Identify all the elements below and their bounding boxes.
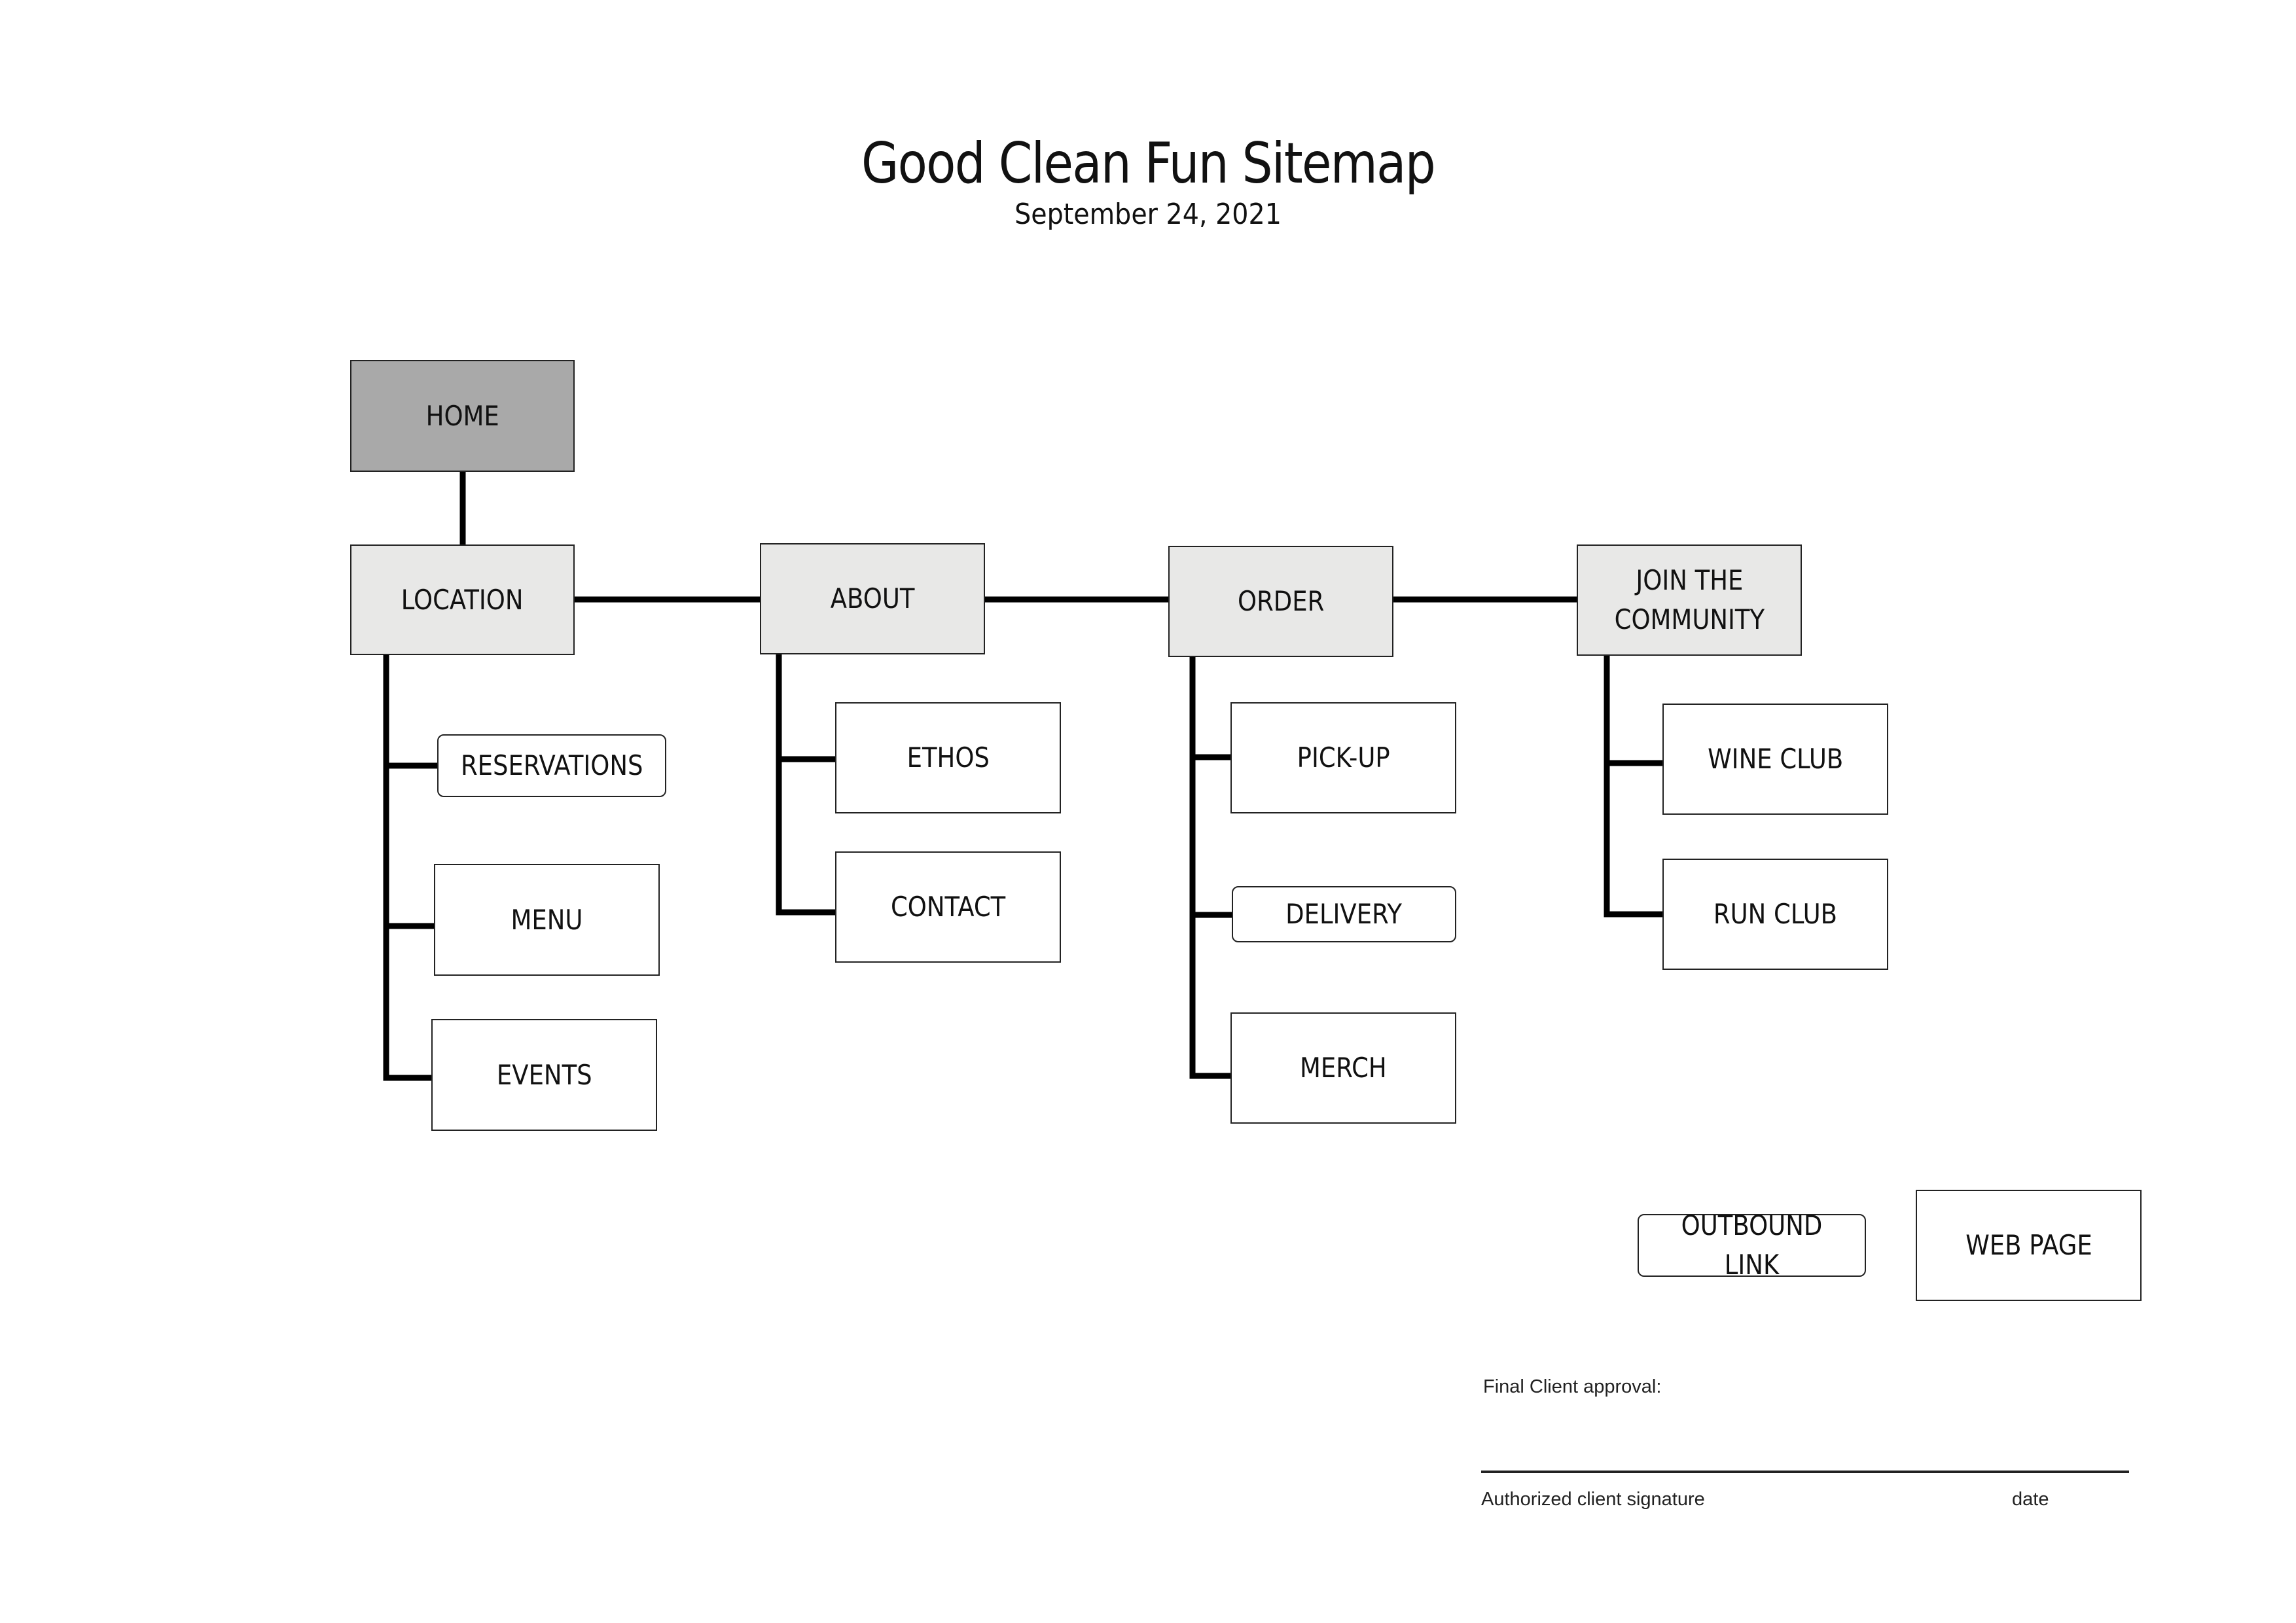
node-run-club-label: RUN CLUB <box>1713 898 1838 930</box>
node-merch-label: MERCH <box>1300 1052 1387 1084</box>
node-run-club: RUN CLUB <box>1662 859 1888 970</box>
node-delivery: DELIVERY <box>1232 886 1456 942</box>
node-wine-club: WINE CLUB <box>1662 704 1888 815</box>
node-delivery-label: DELIVERY <box>1285 898 1403 930</box>
final-approval-label: Final Client approval: <box>1483 1376 1662 1397</box>
node-contact: CONTACT <box>835 851 1061 963</box>
node-home: HOME <box>350 360 575 472</box>
node-join-the-community: JOIN THE COMMUNITY <box>1577 544 1802 656</box>
legend-web-page-label: WEB PAGE <box>1965 1229 2092 1261</box>
node-ethos-label: ETHOS <box>906 741 990 774</box>
node-menu-label: MENU <box>511 903 583 936</box>
node-pick-up-label: PICK-UP <box>1297 741 1390 774</box>
node-pick-up: PICK-UP <box>1230 702 1456 813</box>
node-merch: MERCH <box>1230 1012 1456 1124</box>
page-date: September 24, 2021 <box>1014 198 1282 231</box>
signature-line <box>1481 1471 2129 1473</box>
page-title: Good Clean Fun Sitemap <box>861 131 1436 196</box>
node-reservations: RESERVATIONS <box>437 734 666 797</box>
legend-outbound-link-label: OUTBOUND LINK <box>1681 1209 1823 1281</box>
node-location-label: LOCATION <box>401 583 524 616</box>
date-label: date <box>2012 1489 2049 1510</box>
node-order: ORDER <box>1168 546 1393 657</box>
node-menu: MENU <box>434 864 660 976</box>
node-home-label: HOME <box>425 399 499 432</box>
signature-label: Authorized client signature <box>1481 1489 1705 1510</box>
node-about: ABOUT <box>760 543 985 654</box>
legend-outbound-link: OUTBOUND LINK <box>1638 1209 1866 1281</box>
node-contact-label: CONTACT <box>890 891 1006 923</box>
node-events: EVENTS <box>431 1019 657 1131</box>
node-reservations-label: RESERVATIONS <box>460 749 643 781</box>
node-wine-club-label: WINE CLUB <box>1707 743 1844 775</box>
node-ethos: ETHOS <box>835 702 1061 813</box>
node-order-label: ORDER <box>1237 585 1325 617</box>
node-join-the-community-label: JOIN THE COMMUNITY <box>1614 564 1765 635</box>
node-about-label: ABOUT <box>830 582 915 615</box>
legend-web-page: WEB PAGE <box>1916 1190 2142 1301</box>
node-location: LOCATION <box>350 544 575 655</box>
node-events-label: EVENTS <box>496 1058 592 1091</box>
